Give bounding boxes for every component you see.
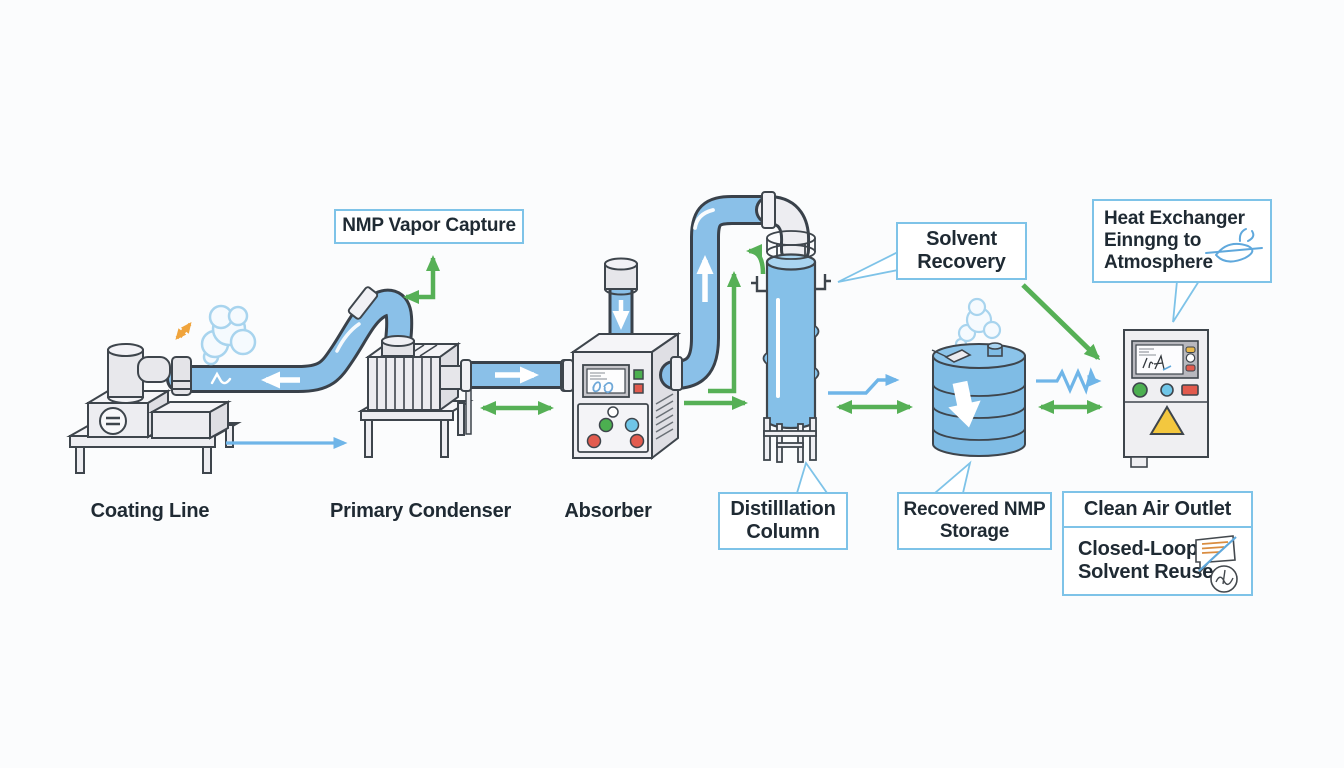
green-arrow-column-top-hook — [746, 244, 766, 275]
callout-text: Recovery — [917, 251, 1006, 273]
callout-closed-loop-solvent-reuse: Closed-Loop Solvent Reuse — [1062, 526, 1253, 596]
callout-clean-air-outlet: Clean Air Outlet — [1062, 491, 1253, 528]
screen-scribble-icon — [1142, 354, 1165, 370]
callout-text: Distilllation — [730, 497, 836, 520]
callout-tail-solvent-recovery — [837, 250, 899, 283]
distillation-column — [751, 230, 831, 463]
absorber-machine — [562, 332, 682, 461]
reuse-doodle-icon — [1195, 535, 1238, 593]
callout-nmp-vapor-capture: NMP Vapor Capture — [334, 209, 524, 244]
flow-arrows — [226, 244, 1103, 449]
heat-exchanger-panel — [1123, 329, 1209, 468]
primary-condenser-machine — [357, 335, 474, 458]
callout-text: Solvent — [926, 227, 997, 250]
green-arrow-vapor-capture — [403, 255, 440, 304]
callout-tails — [795, 250, 1201, 494]
green-arrow-recovery-to-exchanger — [1021, 283, 1101, 361]
callout-distillation-column: Distilllation Column — [718, 492, 848, 550]
pipe-condenser-to-absorber — [460, 359, 572, 392]
callout-text: Storage — [939, 521, 1010, 542]
steam-cloud-icon — [954, 297, 1002, 351]
callout-tail-storage — [932, 460, 972, 494]
steam-cloud-icon — [200, 304, 257, 366]
label-coating-line: Coating Line — [90, 500, 210, 522]
callout-text: Atmosphere — [1104, 252, 1213, 274]
down-arrow-icon — [948, 380, 981, 428]
callout-tail-distillation — [795, 460, 829, 494]
green-arrow-column-riser — [708, 271, 741, 394]
heat-activity-arrows-icon — [175, 322, 192, 340]
recovered-nmp-storage-tank — [931, 297, 1026, 457]
pipe-coating-to-condenser — [166, 286, 414, 393]
screen-scribble-icon — [592, 381, 614, 394]
callout-recovered-nmp-storage: Recovered NMP Storage — [897, 492, 1052, 550]
warning-triangle-icon — [1149, 405, 1185, 435]
coating-line-machine — [66, 304, 257, 474]
callout-text: Clean Air Outlet — [1083, 497, 1232, 520]
callout-text: Column — [746, 521, 820, 543]
callout-text: Recovered NMP — [903, 498, 1046, 520]
callout-heat-exchanger: Heat Exchanger Einngng to Atmosphere — [1092, 199, 1272, 283]
blue-step-arrow-column-to-tank — [828, 374, 900, 395]
pipe-absorber-to-column — [659, 191, 811, 391]
callout-text: Closed-Loop — [1078, 537, 1199, 560]
vapor-squiggle-icon — [210, 371, 232, 385]
callout-text: Einngng to — [1104, 229, 1202, 251]
callout-tail-heat-exchanger — [1172, 280, 1201, 323]
atmosphere-doodle-icon — [1205, 228, 1263, 263]
blue-zigzag-arrow-tank-to-exchanger — [1036, 367, 1102, 395]
callout-text: NMP Vapor Capture — [342, 215, 516, 237]
callout-solvent-recovery: Solvent Recovery — [896, 222, 1027, 280]
label-absorber: Absorber — [564, 500, 652, 522]
label-primary-condenser: Primary Condenser — [330, 500, 512, 522]
callout-text: Solvent Reuse — [1078, 561, 1214, 583]
callout-text: Heat Exchanger — [1104, 207, 1245, 229]
